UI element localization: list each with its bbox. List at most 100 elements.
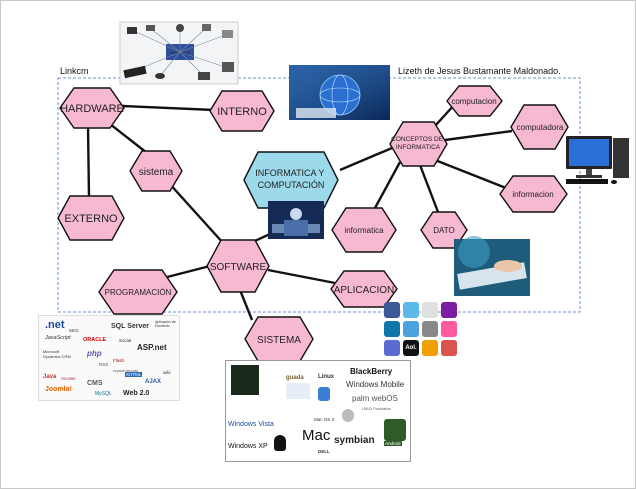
logo-aplicacion-escritorio: Aplicación de Escritorio [155, 320, 176, 328]
windows-icon [286, 383, 310, 399]
node-hardware[interactable] [59, 87, 125, 129]
logo-xhtml: XHTML [125, 372, 143, 377]
node-interno[interactable] [209, 90, 275, 132]
apps-icons-grid: Aol. [384, 302, 457, 358]
speaker-icon [222, 62, 234, 72]
label-software: SOFTWARE [210, 262, 267, 273]
camera-icon [422, 321, 438, 337]
logo-sqlserver: SQL Server [111, 323, 150, 330]
node-software[interactable] [206, 239, 270, 293]
logo-ajax: AJAX [145, 379, 162, 385]
logo-dotnet: .net [45, 319, 65, 331]
logo-social: Social [119, 338, 132, 343]
line-sistema-software [167, 181, 225, 245]
logo-oracle: ORACLE [83, 337, 107, 343]
node-computadora[interactable] [510, 104, 569, 150]
logo-crystal-reports: crystal reports [113, 368, 139, 373]
laptop-keyboard-icon [296, 108, 336, 118]
label-informacion: informacion [512, 190, 553, 199]
tower-icon [202, 24, 211, 31]
desktop-keyboard-icon [566, 179, 608, 184]
logo-php: php [87, 349, 102, 358]
connectors [86, 103, 513, 321]
logo-windows-mobile: Windows Mobile [346, 380, 405, 389]
label-computacion: computacion [451, 97, 496, 106]
logo-linux-foundation: LINUX Foundation [362, 407, 391, 411]
programming-logos-panel: .net SQL Server JavaScript ORACLE ASP.ne… [38, 315, 180, 401]
node-externo[interactable] [57, 195, 125, 241]
tux-icon [274, 435, 286, 451]
os-logos-panel: guada Linux BlackBerry Windows Mobile pa… [225, 360, 411, 462]
node-informacion[interactable] [499, 175, 568, 213]
logo-android: Android [384, 441, 402, 446]
logo-blackberry: BlackBerry [350, 367, 393, 376]
node-conceptos[interactable] [389, 121, 448, 167]
node-sistema-hw[interactable] [129, 150, 183, 192]
logo-windows-vista: Windows Vista [228, 421, 274, 428]
desktop-computer-image [566, 136, 629, 184]
mouse-icon [155, 73, 165, 79]
google-icon [422, 302, 438, 318]
keyboard-black-icon [123, 65, 147, 79]
logo-windows-xp: Windows XP [228, 443, 268, 450]
line-conceptos-informacion [434, 158, 507, 190]
line-conceptos-dato [418, 164, 440, 213]
line-center-conceptos [339, 146, 393, 172]
aol-icon: Aol. [403, 340, 419, 356]
label-informatica: informatica [344, 226, 384, 235]
label-externo: EXTERNO [64, 213, 118, 225]
printer-icon [222, 30, 233, 38]
logo-rss: RSS [99, 362, 109, 367]
yahoo-icon [441, 302, 457, 318]
label-dato: DATO [433, 226, 454, 235]
messenger-icon [403, 321, 419, 337]
label-sistema-hw: sistema [139, 167, 174, 178]
label-center-line1: INFORMATICA Y [255, 168, 324, 178]
label-computadora: computadora [517, 123, 564, 132]
pc-tower-icon [613, 138, 629, 178]
logo-dell: DELL [318, 449, 330, 454]
node-informatica[interactable] [331, 207, 397, 253]
hardware-peripherals-image: HARDWARE [119, 21, 239, 85]
android-icon [384, 419, 406, 441]
linkedin-icon [384, 321, 400, 337]
label-conceptos: CONCEPTOS DE INFORMATICA [391, 136, 445, 151]
hand-keyboard-image [454, 236, 530, 296]
logo-access: Access [61, 376, 76, 381]
label-conceptos-line2: INFORMATICA [396, 144, 441, 151]
heart-icon [441, 340, 457, 356]
logo-cms: CMS [87, 380, 103, 387]
label-conceptos-line1: CONCEPTOS DE [391, 136, 444, 143]
globe-network-image [289, 65, 390, 120]
label-aplicacion: APLICACION [334, 285, 395, 296]
line-conceptos-informatica [373, 161, 402, 209]
node-informatica-computacion[interactable] [243, 151, 339, 209]
label-center-line2: COMPUTACIÓN [258, 180, 325, 190]
hw-image-center-label: HARDWARE [170, 51, 191, 55]
disk-icon [176, 24, 184, 32]
logo-wiki: wiki [163, 370, 171, 375]
facebook-icon [384, 302, 400, 318]
label-interno: INTERNO [217, 106, 267, 118]
windows-live-icon [422, 340, 438, 356]
label-programacion: PROGRAMACIÓN [105, 288, 172, 297]
label-hardware: HARDWARE [60, 103, 124, 115]
logo-web20: Web 2.0 [123, 390, 150, 397]
node-programacion[interactable] [98, 269, 178, 315]
logo-java: Java [43, 374, 57, 380]
label-informatica-computacion: INFORMATICA Y COMPUTACIÓN [255, 168, 327, 190]
logo-javascript: JavaScript [45, 335, 71, 341]
logo-linux: Linux [318, 374, 334, 380]
header-left: Linkcm [60, 66, 89, 76]
node-aplicacion[interactable] [330, 270, 398, 308]
header-right: Lizeth de Jesus Bustamante Maldonado. [398, 66, 561, 76]
twitter-icon [403, 302, 419, 318]
logo-flash: Flash [113, 358, 125, 363]
flickr-icon [441, 321, 457, 337]
scanner-icon [198, 72, 210, 80]
node-computacion[interactable] [446, 85, 503, 117]
logo-joomla: Joomla! [45, 386, 72, 393]
logo-guada: guada [286, 375, 304, 381]
logo-symbian: symbian [334, 435, 375, 446]
